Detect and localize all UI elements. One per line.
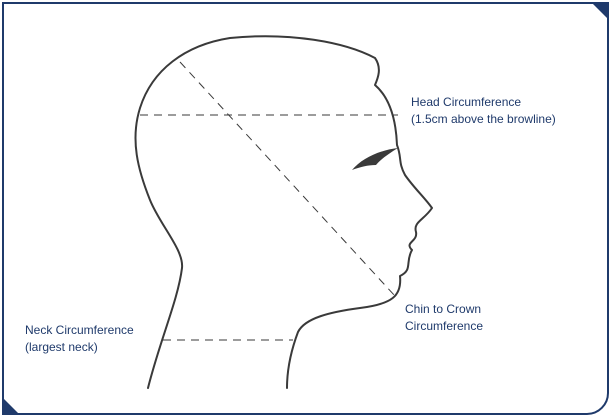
- head-outline: [135, 36, 432, 388]
- neck-label-line2: (largest neck): [25, 339, 134, 356]
- chin-crown-line: [180, 62, 395, 296]
- neck-label-line1: Neck Circumference: [25, 322, 134, 339]
- chin-crown-label: Chin to Crown Circumference: [405, 301, 483, 335]
- eyebrow-shape: [352, 148, 398, 170]
- head-circumference-label: Head Circumference (1.5cm above the brow…: [411, 94, 556, 128]
- neck-circumference-label: Neck Circumference (largest neck): [25, 322, 134, 356]
- head-label-line2: (1.5cm above the browline): [411, 111, 556, 128]
- head-label-line1: Head Circumference: [411, 94, 556, 111]
- chin-label-line2: Circumference: [405, 318, 483, 335]
- chin-label-line1: Chin to Crown: [405, 301, 483, 318]
